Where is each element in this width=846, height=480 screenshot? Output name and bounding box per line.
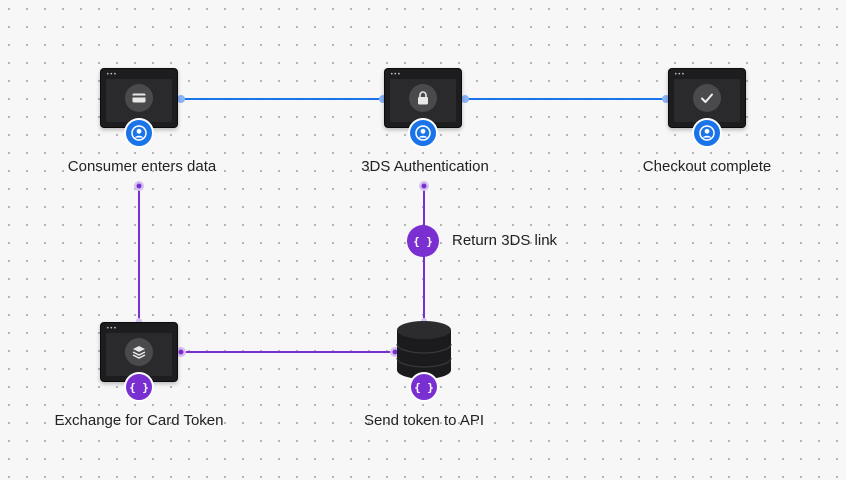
port-send-left-core [392,349,398,355]
database-icon[interactable] [396,320,452,382]
node-consumer-label: Consumer enters data [67,158,217,175]
node-checkout-label: Checkout complete [642,158,772,175]
window-dots: ••• [106,71,117,78]
user-icon [408,118,438,148]
window-dots: ••• [106,325,117,332]
port-exchange-right-core [178,349,184,355]
node-auth-window[interactable]: ••• [384,68,462,128]
layers-icon [125,338,153,366]
user-icon [692,118,722,148]
port-auth-bottom-core [421,183,427,189]
node-exchange-label: Exchange for Card Token [54,412,224,429]
port-consumer-bottom-core [136,183,142,189]
credit-card-icon [125,84,153,112]
user-icon [124,118,154,148]
code-braces-icon: { } [409,372,439,402]
edge-return-link-label: Return 3DS link [452,232,558,249]
port-consumer-right [177,95,185,103]
window-dots: ••• [390,71,401,78]
code-braces-icon: { } [124,372,154,402]
lock-icon [409,84,437,112]
node-checkout-window[interactable]: ••• [668,68,746,128]
port-auth-right [461,95,469,103]
checkmark-icon [693,84,721,112]
node-auth-label: 3DS Authentication [361,158,489,175]
code-braces-icon: { } [407,225,439,257]
window-dots: ••• [674,71,685,78]
node-send-label: Send token to API [363,412,485,429]
